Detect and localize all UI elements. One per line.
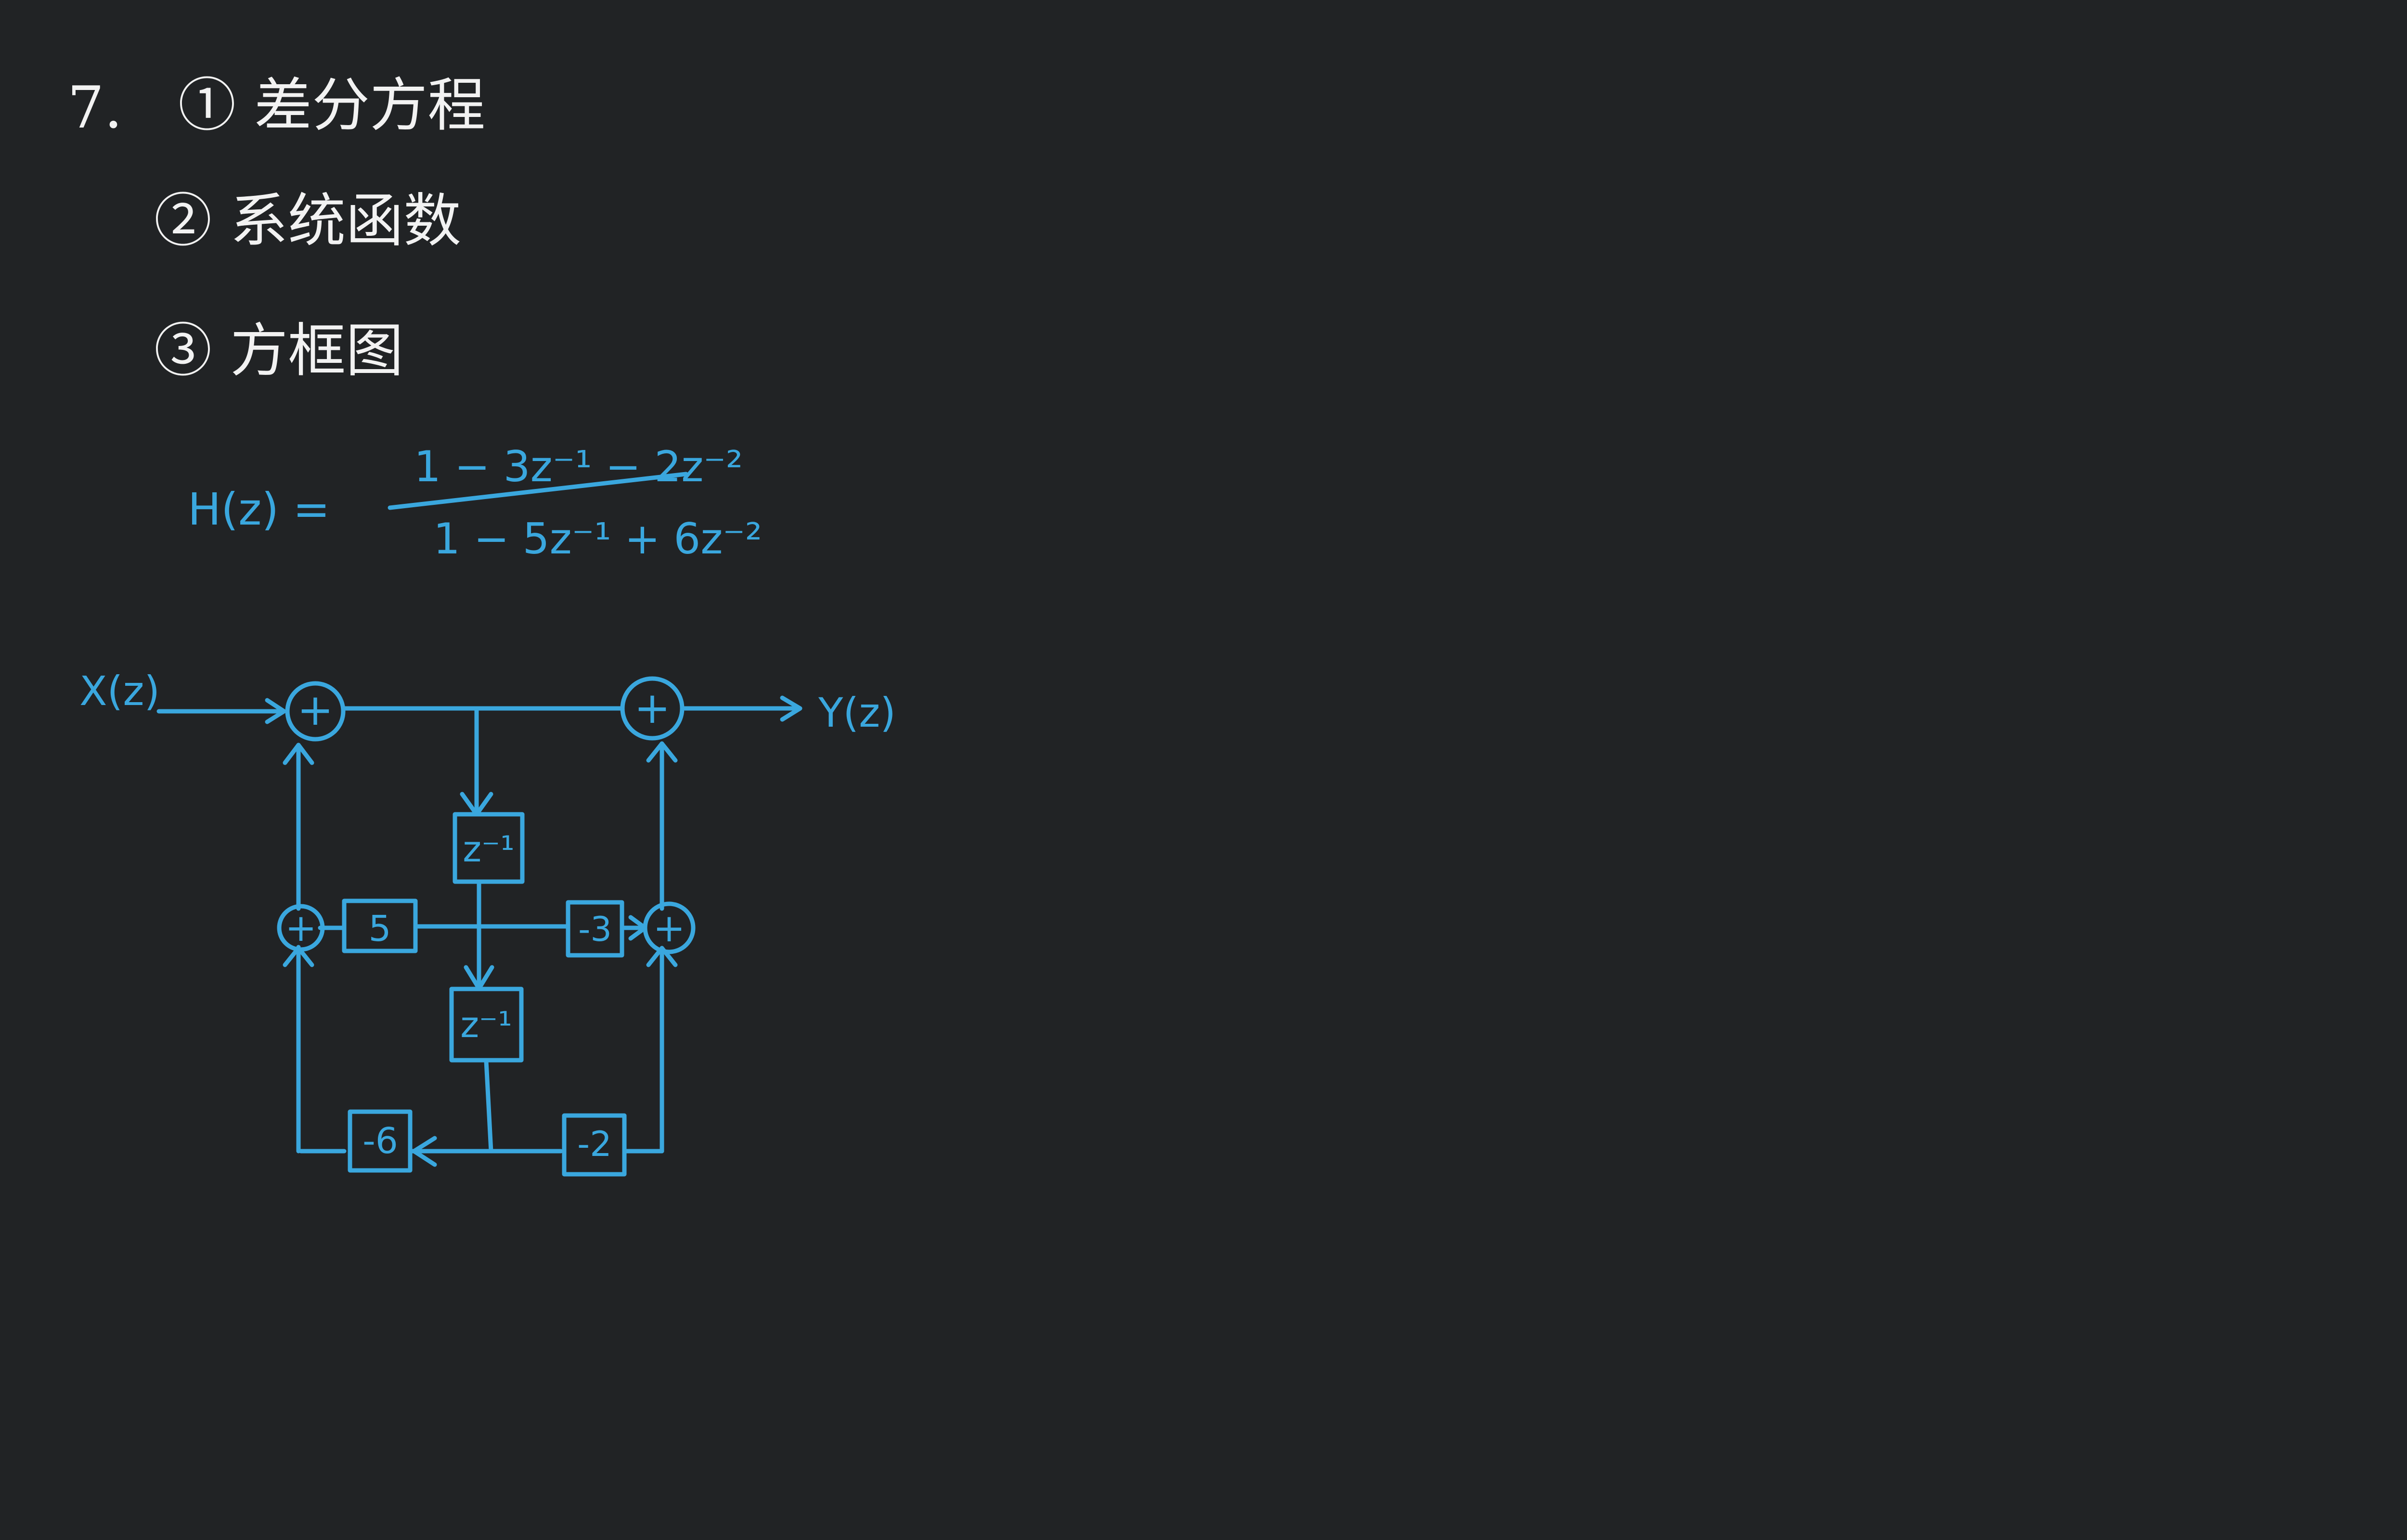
gain-label: -2 bbox=[577, 1124, 612, 1164]
gain-block-neg3: -3 bbox=[566, 900, 624, 958]
right-upper-arrow bbox=[646, 741, 678, 763]
adder-circle bbox=[643, 901, 696, 954]
adder-circle bbox=[277, 904, 325, 952]
to-gain-6-arrow bbox=[412, 1136, 437, 1167]
note-item-system-function: ② 系统函数 bbox=[154, 188, 462, 255]
gain-block-neg2: -2 bbox=[562, 1113, 627, 1177]
transfer-function: H(z) = 1 − 3z⁻¹ − 2z⁻² 1 − 5z⁻¹ + 6z⁻² bbox=[188, 442, 762, 564]
adder-input: + bbox=[285, 681, 346, 742]
delay-label: z⁻¹ bbox=[460, 1004, 512, 1046]
gain-block-neg6: -6 bbox=[348, 1109, 413, 1173]
transfer-function-numerator: 1 − 3z⁻¹ − 2z⁻² bbox=[414, 442, 743, 491]
adder-plus-icon: + bbox=[653, 906, 685, 950]
delay-box bbox=[449, 987, 524, 1063]
right-lower-arrow bbox=[646, 946, 678, 967]
adder-plus-icon: + bbox=[297, 685, 333, 735]
delay-box bbox=[453, 812, 525, 884]
gain-label: -6 bbox=[362, 1120, 398, 1162]
output-arrow bbox=[780, 695, 802, 722]
gain-label: 5 bbox=[368, 908, 391, 950]
transfer-function-lhs: H(z) = bbox=[188, 484, 330, 535]
left-upper-arrow bbox=[283, 743, 314, 765]
gain-box bbox=[342, 898, 418, 953]
note-item-block-diagram: ③ 方框图 bbox=[154, 318, 404, 385]
input-arrow bbox=[265, 698, 286, 724]
delay-block-2: z⁻¹ bbox=[449, 987, 524, 1063]
gain-block-5: 5 bbox=[342, 898, 418, 953]
adder-output: + bbox=[620, 676, 685, 741]
input-label: X(z) bbox=[79, 667, 160, 715]
problem-number: 7. bbox=[67, 75, 123, 141]
adder-circle bbox=[285, 681, 346, 742]
adder-plus-icon: + bbox=[285, 907, 316, 950]
delay2-down-wire bbox=[484, 1059, 493, 1154]
delay-label: z⁻¹ bbox=[463, 829, 515, 870]
adder-plus-icon: + bbox=[634, 683, 670, 733]
fraction-bar bbox=[388, 472, 688, 510]
gain-box bbox=[566, 900, 624, 958]
note-item-difference-equation: ① 差分方程 bbox=[178, 72, 486, 139]
adder-circle bbox=[620, 676, 685, 741]
output-label: Y(z) bbox=[818, 689, 896, 736]
signal-wires bbox=[156, 695, 802, 1167]
gain-label: -3 bbox=[578, 910, 612, 949]
gain-box bbox=[562, 1113, 627, 1177]
gain-box bbox=[348, 1109, 413, 1173]
transfer-function-denominator: 1 − 5z⁻¹ + 6z⁻² bbox=[433, 514, 762, 564]
delay-block-1: z⁻¹ bbox=[453, 812, 525, 884]
adder-feedforward: + bbox=[643, 901, 696, 954]
adder-feedback: + bbox=[277, 904, 325, 952]
